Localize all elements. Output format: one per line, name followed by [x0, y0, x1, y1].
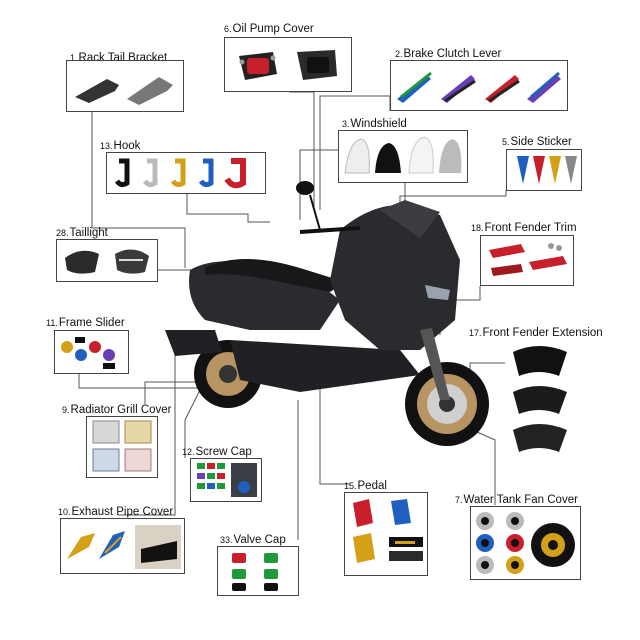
box-screw-cap	[190, 458, 262, 502]
valve-cap-image	[232, 553, 278, 591]
rack-tail-bracket-image	[75, 77, 173, 105]
radiator-grill-cover-image	[92, 420, 152, 472]
box-oil-pump-cover	[224, 37, 352, 92]
screw-cap-image	[197, 463, 257, 497]
front-fender-trim-image	[489, 243, 567, 276]
exhaust-pipe-cover-image	[67, 525, 181, 569]
label-side-sticker: 5.Side Sticker	[502, 136, 572, 148]
oil-pump-cover-image	[239, 50, 337, 80]
label-brake-clutch-lever: 2.Brake Clutch Lever	[395, 48, 502, 60]
box-front-fender-trim	[480, 235, 574, 286]
label-oil-pump-cover: 6.Oil Pump Cover	[224, 23, 314, 35]
pedal-image	[353, 499, 423, 563]
label-frame-slider: 11.Frame Slider	[46, 317, 125, 329]
label-front-fender-extension: 17.Front Fender Extension	[469, 327, 603, 339]
label-windshield: 3.Windshield	[342, 118, 407, 130]
box-valve-cap	[217, 546, 299, 596]
brake-clutch-lever-image	[397, 71, 561, 103]
box-front-fender-extension	[505, 340, 573, 458]
label-water-tank-fan-cover: 7.Water Tank Fan Cover	[455, 494, 578, 506]
windshield-image	[344, 136, 462, 174]
box-exhaust-pipe-cover	[60, 518, 185, 574]
label-radiator-grill-cover: 9.Radiator Grill Cover	[62, 404, 172, 416]
label-pedal: 15.Pedal	[344, 480, 387, 492]
label-front-fender-trim: 18.Front Fender Trim	[471, 222, 577, 234]
box-rack-tail-bracket	[66, 60, 184, 112]
box-brake-clutch-lever	[390, 60, 568, 111]
label-hook: 13.Hook	[100, 140, 141, 152]
box-radiator-grill-cover	[86, 416, 158, 478]
box-hook	[106, 152, 266, 194]
box-windshield	[338, 130, 468, 183]
label-valve-cap: 33.Valve Cap	[220, 534, 286, 546]
box-water-tank-fan-cover	[470, 506, 581, 580]
taillight-image	[65, 249, 149, 274]
box-side-sticker	[506, 149, 582, 191]
side-sticker-image	[517, 156, 577, 184]
label-screw-cap: 12.Screw Cap	[182, 446, 252, 458]
box-pedal	[344, 492, 428, 576]
frame-slider-image	[61, 337, 115, 369]
box-frame-slider	[54, 330, 129, 374]
label-taillight: 28.Taillight	[56, 227, 108, 239]
box-taillight	[56, 239, 158, 282]
label-exhaust-pipe-cover: 10.Exhaust Pipe Cover	[58, 506, 174, 518]
hook-image	[114, 158, 246, 189]
water-tank-fan-cover-image	[476, 512, 575, 574]
front-fender-extension-image	[513, 346, 567, 452]
